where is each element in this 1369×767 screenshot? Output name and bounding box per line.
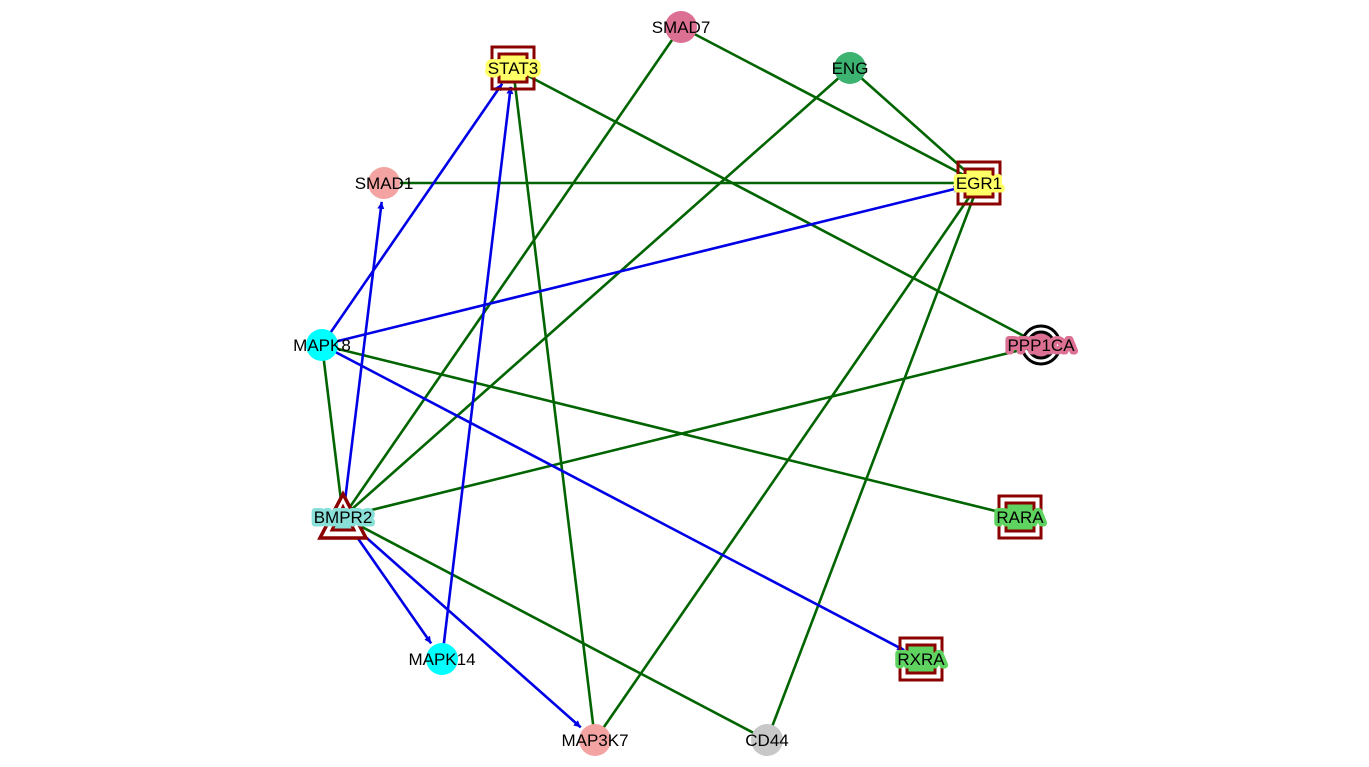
node-label-halo: BMPR2: [314, 508, 373, 527]
node-mapk8[interactable]: MAPK8: [293, 329, 351, 361]
node-label: MAPK8: [293, 336, 351, 355]
node-ring-inner: [1026, 330, 1056, 360]
edge-layer: [320, 25, 1042, 742]
edge-bmpr2-cd44: [342, 515, 768, 742]
node-circle: [579, 724, 611, 756]
node-label: SMAD7: [652, 18, 711, 37]
node-square-inner: [497, 52, 529, 84]
node-ring-outer: [1020, 324, 1062, 366]
node-square-outer: [898, 636, 944, 682]
node-label: STAT3: [488, 59, 538, 78]
node-circle: [834, 52, 866, 84]
node-label: BMPR2: [314, 508, 373, 527]
node-circle: [306, 329, 338, 361]
edge-mapk8-stat3: [320, 82, 504, 346]
edge-smad7-egr1: [680, 25, 980, 185]
edge-egr1-cd44: [765, 182, 981, 741]
node-map3k7[interactable]: MAP3K7: [561, 724, 629, 756]
edge-mapk8-rxra: [321, 343, 905, 652]
node-circle: [426, 643, 458, 675]
edge-egr1-map3k7: [593, 182, 981, 741]
edge-smad7-bmpr2: [341, 26, 683, 518]
node-square-outer: [490, 45, 536, 91]
edge-mapk8-rara: [321, 343, 1021, 519]
node-smad1[interactable]: SMAD1: [355, 167, 414, 199]
node-label-halo: EGR1: [956, 174, 1002, 193]
node-square-inner: [905, 643, 937, 675]
node-circle: [665, 11, 697, 43]
node-square-inner: [1004, 501, 1036, 533]
node-label-halo: RARA: [996, 508, 1044, 527]
node-label-halo: RXRA: [897, 650, 945, 669]
node-label-halo: STAT3: [488, 59, 538, 78]
edge-stat3-ppp1ca: [512, 66, 1042, 347]
node-label: SMAD1: [355, 174, 414, 193]
node-label: CD44: [745, 731, 788, 750]
edge-bmpr2-smad1: [341, 201, 385, 518]
node-label: RARA: [996, 508, 1044, 527]
node-label-halo: PPP1CA: [1007, 336, 1075, 355]
node-label: MAPK14: [408, 650, 475, 669]
node-square-outer: [997, 494, 1043, 540]
node-circle: [751, 724, 783, 756]
edge-bmpr2-map3k7: [342, 516, 582, 729]
node-label: EGR1: [956, 174, 1002, 193]
node-label: ENG: [832, 59, 869, 78]
node-label: PPP1CA: [1007, 336, 1075, 355]
node-eng[interactable]: ENG: [832, 52, 869, 84]
edge-mapk8-bmpr2: [320, 344, 345, 518]
node-triangle-inner: [329, 503, 357, 532]
node-mapk14[interactable]: MAPK14: [408, 643, 476, 675]
node-smad7[interactable]: SMAD7: [652, 11, 711, 43]
edge-stat3-map3k7: [511, 67, 597, 741]
edge-mapk14-stat3: [440, 86, 514, 660]
edge-mapk8-egr1: [321, 185, 961, 347]
node-circle: [368, 167, 400, 199]
node-square-inner: [963, 167, 995, 199]
node-label: RXRA: [897, 650, 945, 669]
node-label: MAP3K7: [561, 731, 628, 750]
edge-eng-bmpr2: [342, 67, 851, 518]
edge-ppp1ca-bmpr2: [342, 343, 1042, 519]
node-cd44[interactable]: CD44: [745, 724, 789, 756]
node-square-outer: [956, 160, 1002, 206]
